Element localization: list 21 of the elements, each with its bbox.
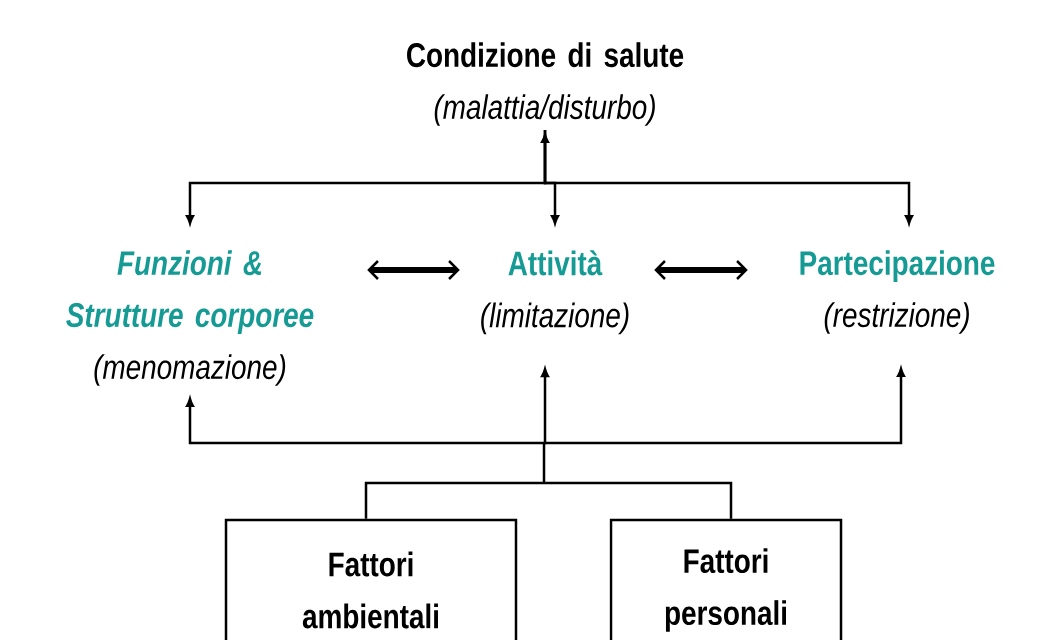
arrow (654, 260, 748, 280)
connector-line (544, 481, 733, 519)
arrow (543, 130, 914, 225)
factor-box (224, 518, 518, 640)
arrow (540, 133, 560, 225)
factor-label: Fattori ambientali (302, 551, 438, 629)
component-qualifier: (limitazione) (481, 302, 629, 335)
factor-label: Fattori personali (665, 548, 786, 632)
arrow (544, 367, 906, 445)
connector-line (364, 481, 544, 519)
arrow (367, 260, 460, 280)
component-qualifier: (menomazione) (94, 354, 286, 386)
heading: Condizione di salute (407, 42, 684, 68)
component-qualifier: (restrizione) (824, 302, 969, 334)
arrow (185, 397, 544, 445)
connector-line (542, 443, 546, 483)
subheading: (malattia/disturbo) (434, 94, 655, 126)
component-title: Funzioni & Strutture corporee (66, 250, 314, 334)
factor-box (609, 518, 843, 640)
component-title: Attività (508, 250, 603, 276)
component-title: Partecipazione (800, 250, 995, 282)
